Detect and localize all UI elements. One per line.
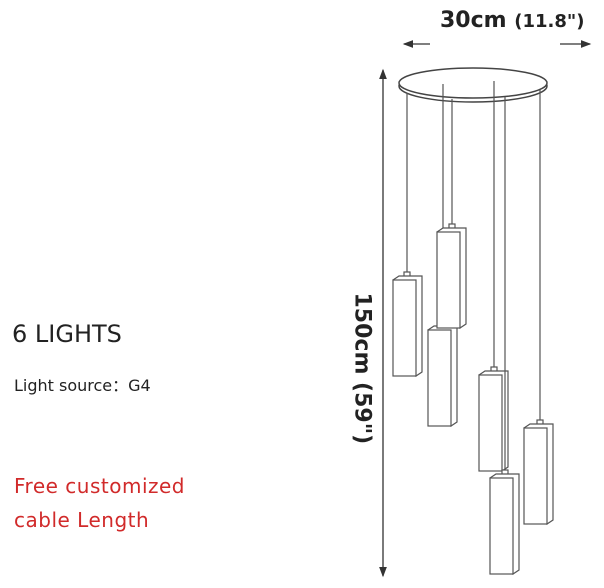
light-source-text: Light source：G4 [14,376,151,395]
light-count-title: 6 LIGHTS [12,320,122,348]
lamp-shade [392,279,417,377]
custom-cable-note-line2: cable Length [14,508,150,532]
pendant-light [392,93,423,377]
pendant-light [523,90,554,525]
lamp-shade [436,231,461,329]
lamp-shade [489,477,514,575]
pendant-light [478,81,509,472]
width-dimension-label: 30cm (11.8") [440,8,585,33]
lamp-shade [523,427,548,525]
lamp-shade [427,329,452,427]
pendant-light [489,97,520,575]
lamp-shade [478,374,503,472]
pendant-light [436,99,467,329]
custom-cable-note-line1: Free customized [14,474,186,498]
height-dimension-label: 150cm (59") [349,292,375,445]
canopy [398,67,548,103]
